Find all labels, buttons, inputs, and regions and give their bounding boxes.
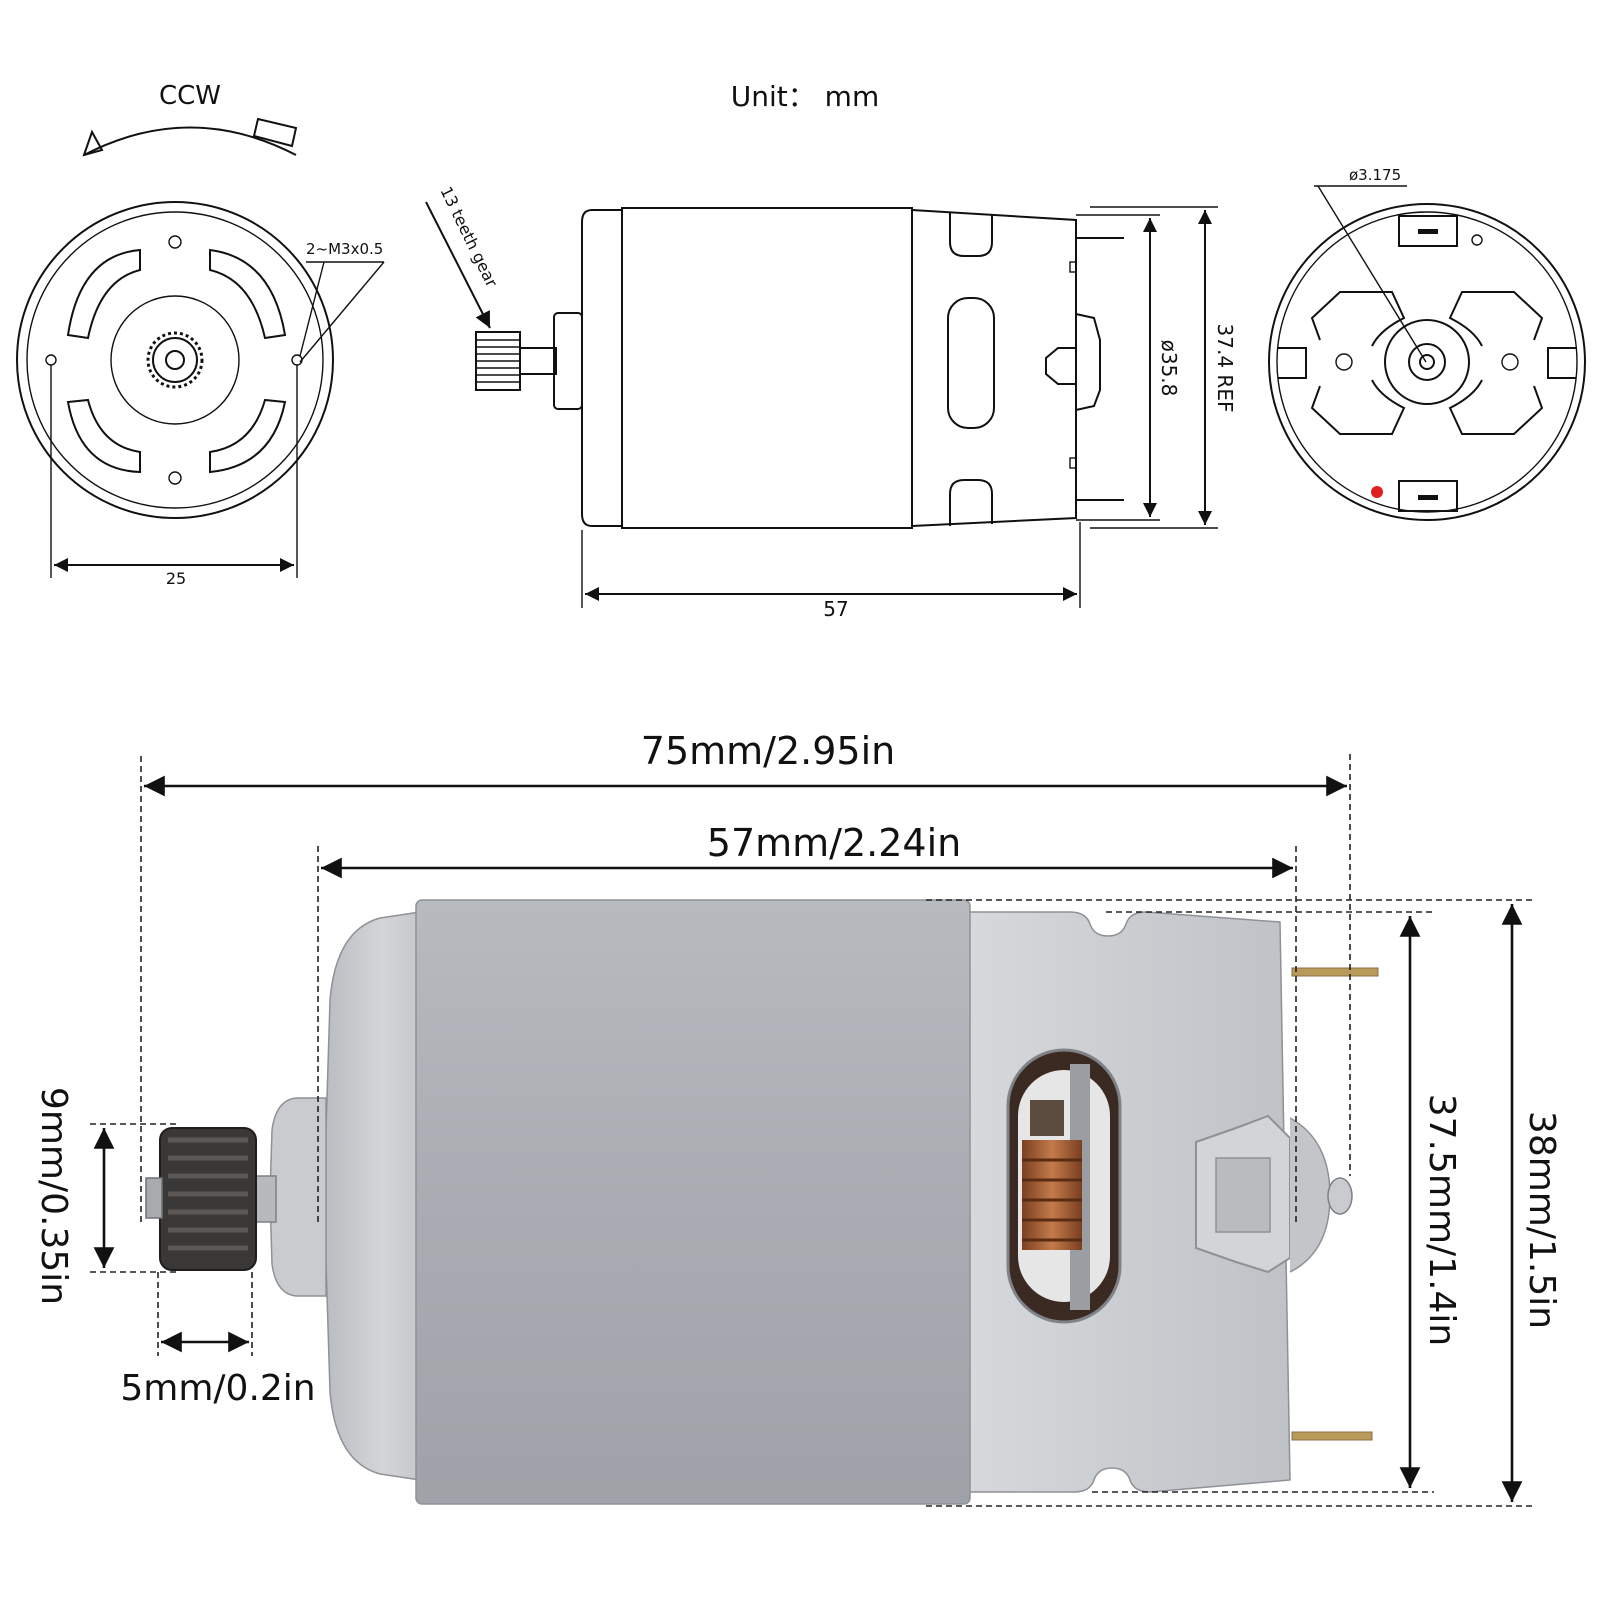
front-shaft [165,350,185,370]
motor-bearing-boss [269,1097,327,1297]
diameter-b-label: 38mm/1.5in [1521,1111,1562,1329]
front-outer-circle [16,201,334,519]
photo-dimensions: 75mm/2.95in 57mm/2.24in 9mm/0.35in 5mm/0… [33,729,1562,1507]
front-screw-hole [291,354,303,366]
motor-gear [145,1127,257,1271]
front-slot [209,398,287,474]
side-length-label: 57 [823,597,848,621]
motor-shaft [255,1175,277,1223]
motor-photo [145,899,1379,1505]
unit-label: Unit： mm [731,80,879,113]
side-ref-label: 37.4 REF [1213,324,1237,413]
ccw-arrow-icon [82,117,298,157]
front-mount-hole [168,471,182,485]
side-view: 13 teeth gear 57 [425,183,1237,621]
side-front-cap [581,209,622,527]
total-length-label: 75mm/2.95in [641,729,895,773]
body-length-label: 57mm/2.24in [707,821,961,865]
front-width-label: 25 [166,569,186,588]
front-center-disc [110,295,240,425]
motor-commutator [1022,1140,1082,1250]
rear-view: ø3.175 [1268,166,1586,521]
gear-height-label: 9mm/0.35in [33,1087,74,1305]
front-gear-teeth [146,331,204,389]
front-slot [66,398,141,474]
motor-can [415,899,971,1505]
polarity-dot [1371,486,1383,498]
side-can [621,207,913,529]
motor-terminal [1291,1431,1373,1441]
front-bearing [152,337,198,383]
gear-label: 13 teeth gear [436,183,501,290]
diameter-a-label: 37.5mm/1.4in [1421,1094,1462,1347]
front-slot [66,248,141,340]
gear-width-label: 5mm/0.2in [120,1368,315,1409]
front-view: CCW 2~M3x0.5 25 [16,81,385,588]
motor-front-endcap [323,911,421,1481]
rear-outer-circle [1268,203,1586,521]
rotation-label: CCW [159,81,221,111]
front-inner-circle [26,211,324,509]
front-slot [209,248,287,340]
screw-label: 2~M3x0.5 [306,240,383,258]
motor-terminal [1291,967,1379,977]
side-diameter-label: ø35.8 [1157,340,1181,397]
shaft-diameter-label: ø3.175 [1349,166,1401,184]
front-mount-hole [168,235,182,249]
front-screw-hole [45,354,57,366]
